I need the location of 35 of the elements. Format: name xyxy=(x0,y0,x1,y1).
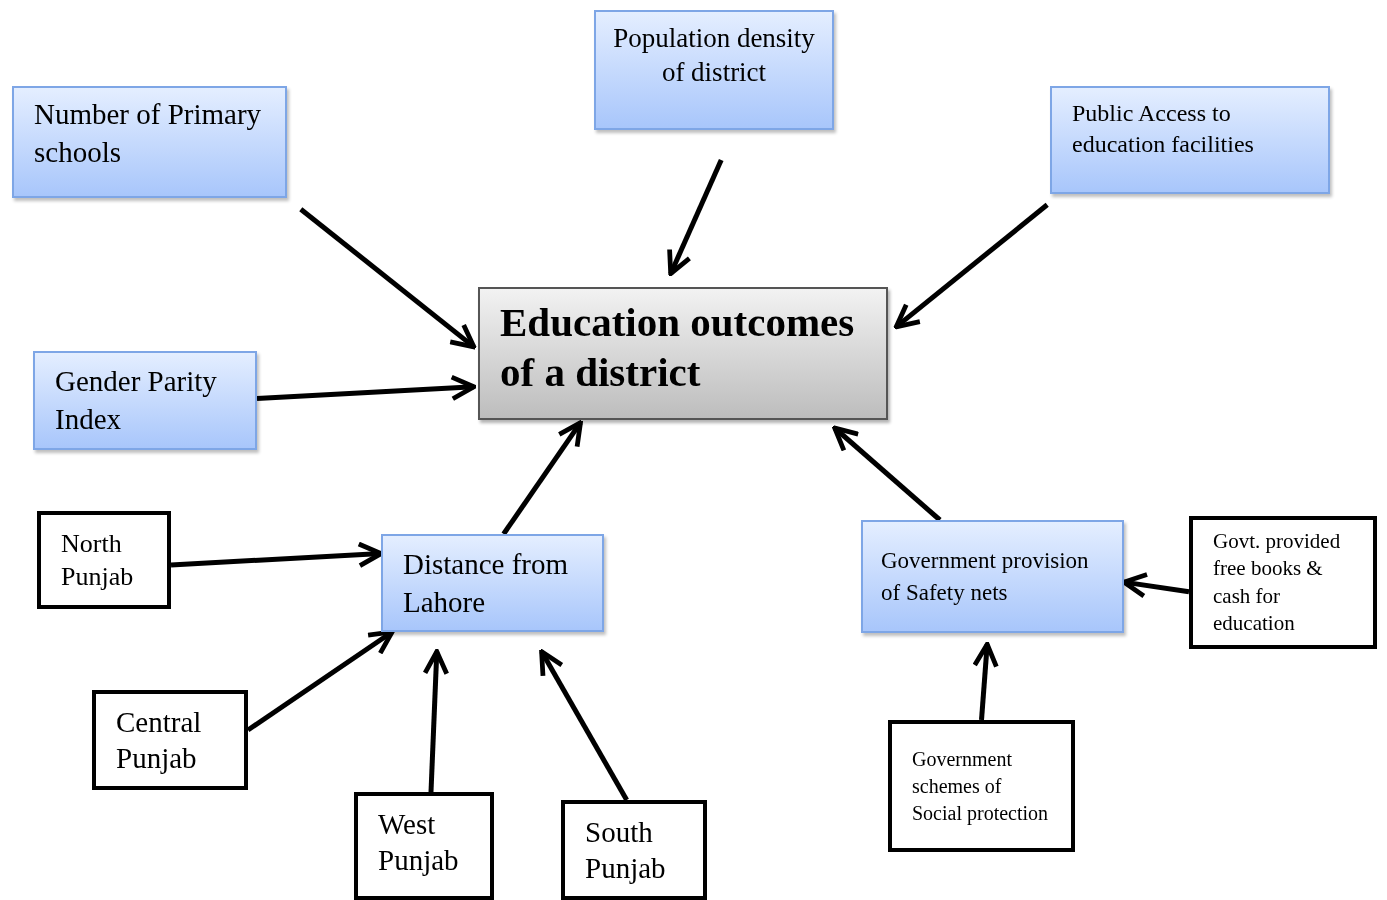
region-box xyxy=(354,792,494,900)
factor-box xyxy=(12,86,287,198)
factor-box xyxy=(861,520,1124,633)
region-box xyxy=(92,690,248,790)
arrow xyxy=(893,202,1049,330)
box-label: Population density of district xyxy=(612,22,816,89)
arrow xyxy=(299,207,477,350)
arrow xyxy=(539,649,629,802)
box-label: Distance from Lahore xyxy=(403,546,570,620)
box-label: Govt. provided free books & cash for education xyxy=(1213,527,1342,637)
arrow xyxy=(832,425,942,522)
box-label: Government schemes of Social protection xyxy=(912,746,1050,827)
box-label: Education outcomes of a district xyxy=(500,298,856,397)
box-label: Number of Primary schools xyxy=(34,97,263,170)
factor-box xyxy=(33,351,257,450)
region-box xyxy=(37,511,171,609)
box-label: Public Access to education facilities xyxy=(1072,99,1255,160)
arrow xyxy=(422,649,450,793)
box-label: North Punjab xyxy=(61,527,135,593)
factor-box xyxy=(381,534,604,632)
factor-box xyxy=(594,10,834,130)
box-label: Gender Parity Index xyxy=(55,364,218,437)
factor-box xyxy=(1050,86,1330,194)
arrow xyxy=(501,420,583,536)
region-box xyxy=(561,800,707,900)
outcome-box xyxy=(478,287,888,420)
box-label: Central Punjab xyxy=(116,704,203,776)
arrow xyxy=(667,159,724,277)
box-label: West Punjab xyxy=(378,807,460,879)
arrow xyxy=(256,374,477,402)
box-label: Government provision of Safety nets xyxy=(881,547,1090,607)
box-label: South Punjab xyxy=(585,815,667,887)
arrow xyxy=(972,641,999,721)
region-box xyxy=(888,720,1075,852)
region-box xyxy=(1189,516,1377,649)
